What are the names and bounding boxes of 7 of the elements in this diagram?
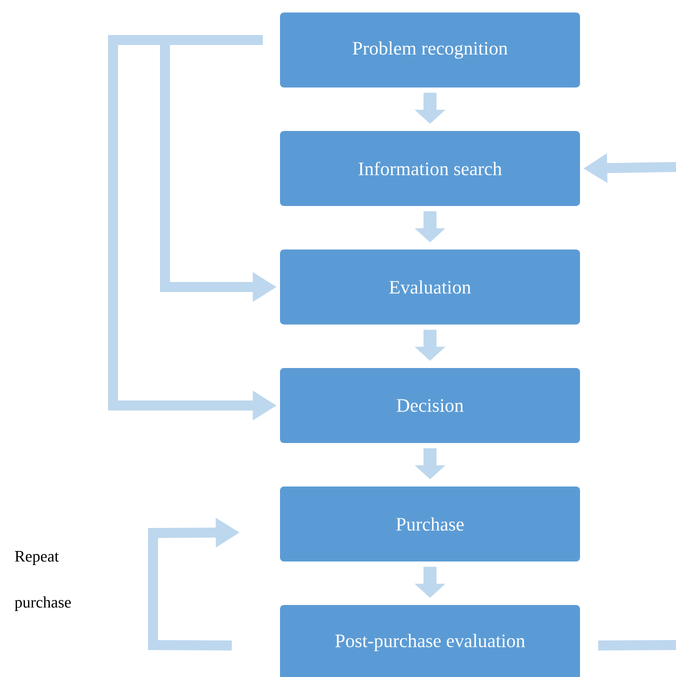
process-box: Decision (280, 368, 580, 443)
note-text: Repeat purchase (14, 551, 71, 611)
process-box: Information search (280, 131, 580, 206)
process-box: Post-purchase evaluation (280, 605, 580, 677)
process-box: Problem recognition (280, 12, 580, 88)
process-box: Purchase (280, 486, 580, 562)
process-box: Evaluation (280, 250, 580, 324)
